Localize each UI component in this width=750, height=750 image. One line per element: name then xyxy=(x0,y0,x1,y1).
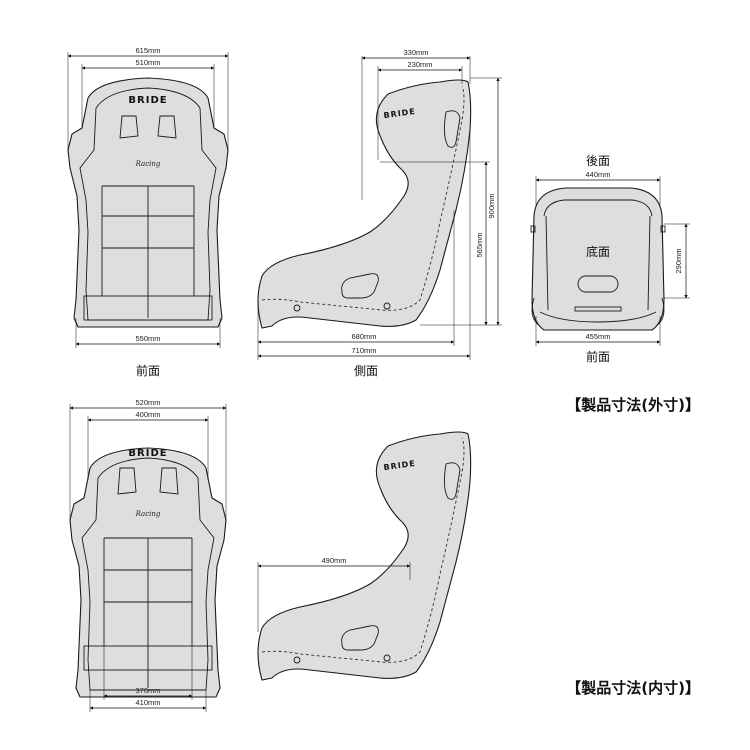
front-belt-slot-right xyxy=(157,115,177,139)
rear-side-edge xyxy=(545,215,549,311)
rear-mount-bar xyxy=(574,306,622,312)
dim-int-bottom-outer: 410mm xyxy=(135,698,160,707)
rear-shell-outline xyxy=(531,187,665,331)
interior-brand-logo: BRIDE xyxy=(128,448,167,459)
interior-front-view: BRIDE Racing 520mm 400mm 370mm 410mm xyxy=(69,398,227,712)
interior-side-view: BRIDE 490mm xyxy=(257,431,472,681)
dim-int-top-inner: 400mm xyxy=(135,410,160,419)
dim-int-top-outer: 520mm xyxy=(135,398,160,407)
dim-rear-width-top: 440mm xyxy=(585,170,610,179)
dim-int-seat-depth: 490mm xyxy=(321,556,346,565)
rear-mount-tab xyxy=(530,225,536,233)
interior-model-script: Racing xyxy=(135,510,161,518)
rear-rail-right xyxy=(655,297,665,327)
rear-side-edge xyxy=(647,215,651,311)
front-inner-outline xyxy=(79,87,217,321)
rear-cutout xyxy=(577,275,619,293)
rear-bottom-curve xyxy=(539,311,657,323)
side-shell-outline xyxy=(257,79,472,329)
dim-side-height: 900mm xyxy=(487,193,496,218)
side-inner-contour xyxy=(261,85,465,311)
caption-rear-bottom: 前面 xyxy=(586,349,610,364)
brand-logo: BRIDE xyxy=(128,95,167,106)
exterior-front-view: BRIDE Racing 615mm 510mm 550mm 前面 xyxy=(67,46,229,378)
interior-front-inner xyxy=(81,457,215,691)
dim-int-bottom-inner: 370mm xyxy=(135,686,160,695)
dim-front-top-inner: 510mm xyxy=(135,58,160,67)
title-exterior: 【製品寸法(外寸)】 xyxy=(566,396,700,414)
dim-side-top-inner: 230mm xyxy=(407,60,432,69)
exterior-rear-view: 後面 440mm 底面 290mm 455mm 前面 xyxy=(530,154,690,364)
title-interior: 【製品寸法(内寸)】 xyxy=(566,679,700,697)
dim-front-bottom: 550mm xyxy=(135,334,160,343)
caption-rear-top: 後面 xyxy=(586,154,610,168)
side-headrest-slot xyxy=(443,110,461,148)
dim-front-top-outer: 615mm xyxy=(135,46,160,55)
side-mount-bolt xyxy=(383,302,391,310)
rear-top-edge xyxy=(543,199,653,217)
side-mount-bolt xyxy=(293,304,301,312)
dim-side-top-outer: 330mm xyxy=(403,48,428,57)
rear-rail-left xyxy=(531,297,541,327)
side-brand-logo: BRIDE xyxy=(383,107,416,120)
dim-side-bottom-outer: 710mm xyxy=(351,346,376,355)
model-script: Racing xyxy=(135,160,161,168)
front-belt-slot-left xyxy=(119,115,139,139)
interior-side-shell xyxy=(257,431,472,681)
front-cushion xyxy=(83,295,213,321)
dim-rear-width-bottom: 455mm xyxy=(585,332,610,341)
dim-rear-height: 290mm xyxy=(674,248,683,273)
dim-side-seat-height: 565mm xyxy=(475,232,484,257)
side-belt-slot xyxy=(341,273,379,299)
rear-mount-tab xyxy=(660,225,666,233)
interior-side-contour xyxy=(261,437,465,663)
caption-front: 前面 xyxy=(136,363,160,378)
caption-side: 側面 xyxy=(354,364,378,378)
label-bottom-face: 底面 xyxy=(586,244,610,259)
exterior-side-view: BRIDE 330mm 230mm 900mm 565mm 680mm 710m… xyxy=(257,48,502,378)
interior-side-brand-logo: BRIDE xyxy=(383,459,416,472)
dim-side-bottom-inner: 680mm xyxy=(351,332,376,341)
